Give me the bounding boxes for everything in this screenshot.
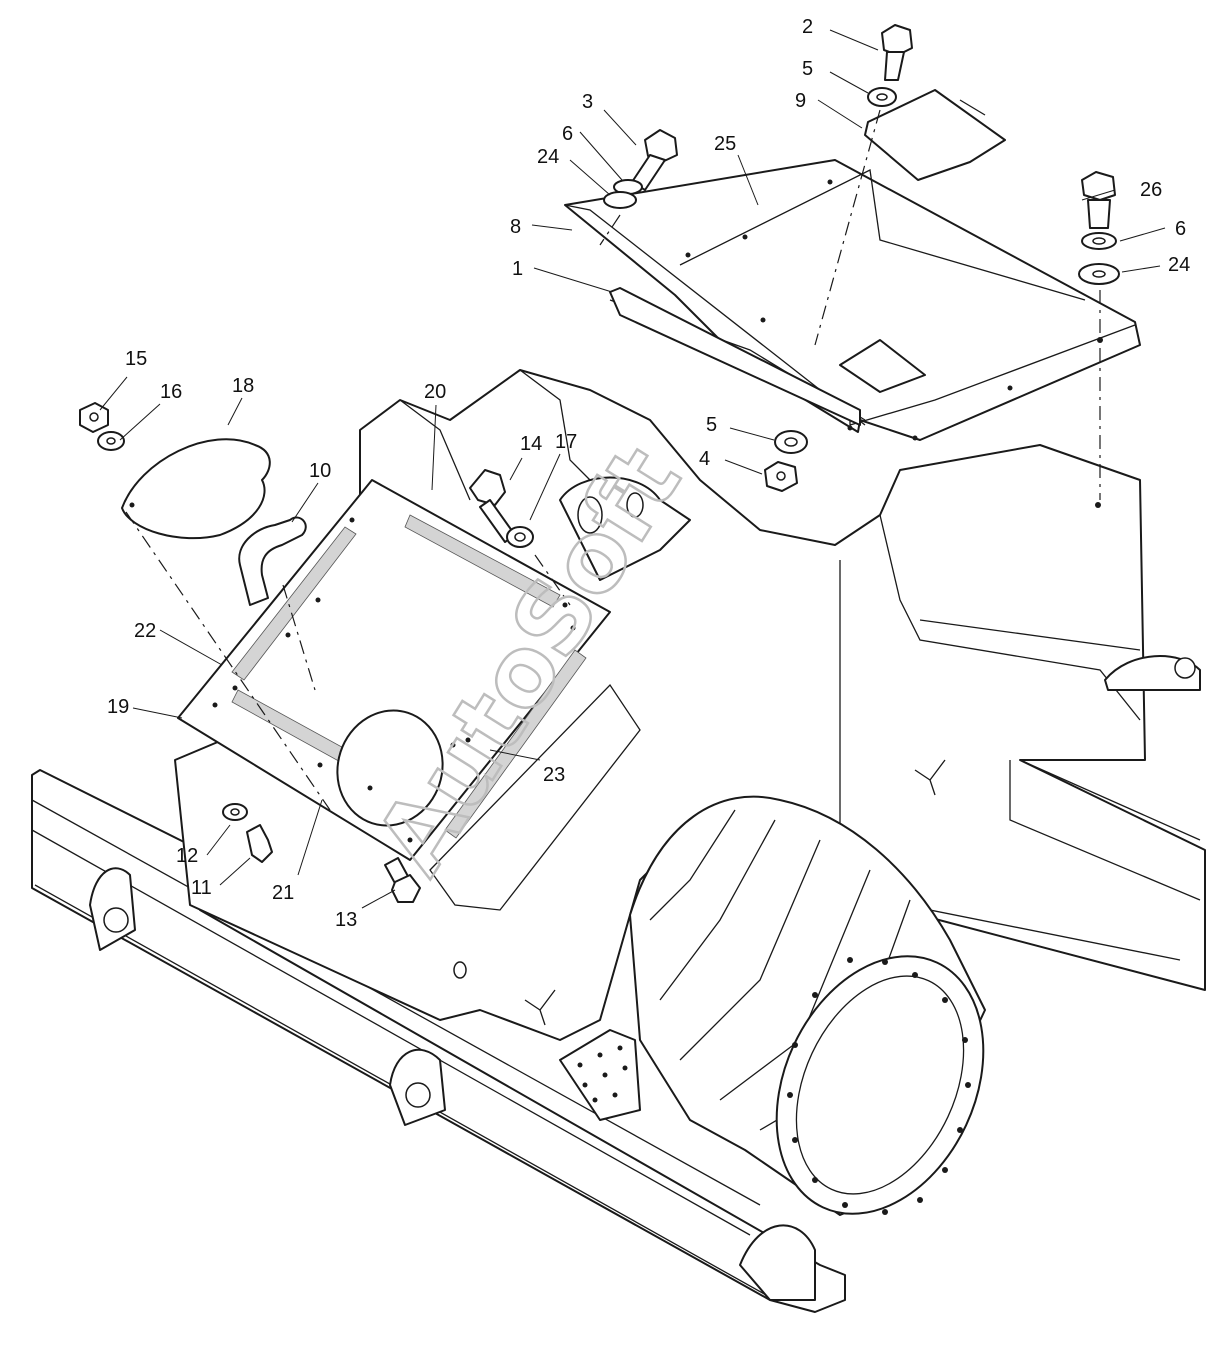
bracket-9 <box>864 89 1006 181</box>
upper-tray <box>564 159 1141 508</box>
handle <box>238 516 307 606</box>
gasket-strips <box>231 514 587 839</box>
callout-16: 16 <box>160 381 182 403</box>
callout-14: 14 <box>520 433 542 455</box>
callout-24-left: 24 <box>537 146 559 168</box>
callout-26: 26 <box>1140 179 1162 201</box>
washer-16 <box>97 431 125 451</box>
bolt-26 <box>1081 171 1116 229</box>
frame-rail <box>31 769 846 1313</box>
washer-5-lower <box>774 430 808 454</box>
callout-23: 23 <box>543 764 565 786</box>
leader-lines <box>99 29 1166 909</box>
callout-20: 20 <box>424 381 446 403</box>
bolt-14 <box>469 469 516 543</box>
washer-12 <box>222 803 248 821</box>
callout-17: 17 <box>555 431 577 453</box>
washer-17 <box>506 526 534 548</box>
bolt-2 <box>881 24 913 81</box>
washer-5-upper <box>867 87 897 107</box>
assembly-lines <box>125 109 1101 811</box>
callout-4: 4 <box>699 448 710 470</box>
nut-15 <box>79 402 109 433</box>
callout-18: 18 <box>232 375 254 397</box>
callout-10: 10 <box>309 460 331 482</box>
callout-24-right: 24 <box>1168 254 1190 276</box>
washers-6-24-left <box>603 179 643 209</box>
callout-labels: 2 5 9 3 6 24 25 8 1 26 6 24 5 4 15 16 18… <box>107 16 1190 931</box>
plate-holes <box>212 517 576 843</box>
nut-4 <box>764 461 798 492</box>
callout-6-left: 6 <box>562 123 573 145</box>
callout-12: 12 <box>176 845 198 867</box>
callout-1: 1 <box>512 258 523 280</box>
callout-5-lower: 5 <box>706 414 717 436</box>
callout-5-upper: 5 <box>802 58 813 80</box>
callout-21: 21 <box>272 882 294 904</box>
washer-24-right <box>1078 263 1120 285</box>
callout-6-right: 6 <box>1175 218 1186 240</box>
cover-plate <box>177 479 611 861</box>
callout-9: 9 <box>795 90 806 112</box>
callout-19: 19 <box>107 696 129 718</box>
tray-holes <box>685 179 1103 508</box>
callout-25: 25 <box>714 133 736 155</box>
callout-13: 13 <box>335 909 357 931</box>
flange-bolt-holes <box>787 957 971 1215</box>
perforations <box>577 1045 628 1103</box>
callout-3: 3 <box>582 91 593 113</box>
bolt-11 <box>246 824 273 863</box>
round-cover <box>121 438 271 540</box>
callout-22: 22 <box>134 620 156 642</box>
callout-8: 8 <box>510 216 521 238</box>
bolt-13 <box>384 857 421 903</box>
washer-6-right <box>1081 232 1117 250</box>
callout-15: 15 <box>125 348 147 370</box>
callout-2: 2 <box>802 16 813 38</box>
bolt-3 <box>631 129 678 191</box>
callout-11: 11 <box>191 877 212 899</box>
